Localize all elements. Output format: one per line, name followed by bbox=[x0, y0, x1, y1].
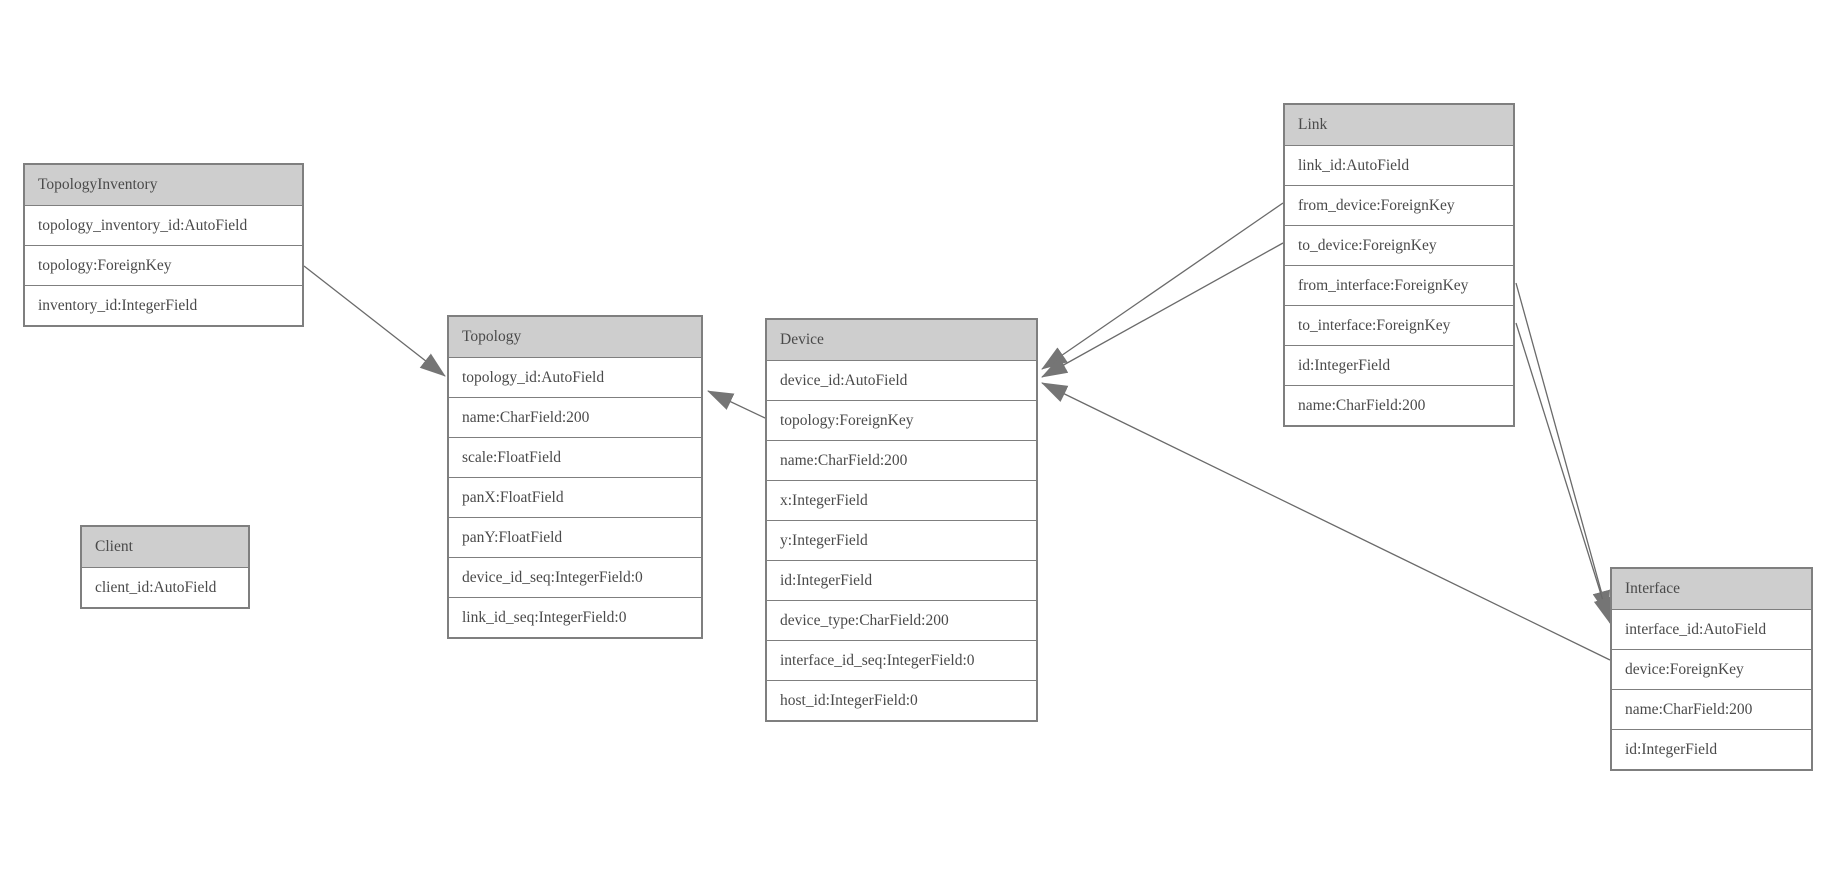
field-row: name:CharField:200 bbox=[1285, 385, 1513, 425]
relation-line-link-todevice-device bbox=[1041, 242, 1284, 378]
entity-rows: client_id:AutoField bbox=[82, 567, 248, 607]
field-row: link_id:AutoField bbox=[1285, 145, 1513, 185]
field-row: interface_id:AutoField bbox=[1612, 609, 1811, 649]
field-row: from_interface:ForeignKey bbox=[1285, 265, 1513, 305]
field-row: interface_id_seq:IntegerField:0 bbox=[767, 640, 1036, 680]
field-row: from_device:ForeignKey bbox=[1285, 185, 1513, 225]
field-row: device:ForeignKey bbox=[1612, 649, 1811, 689]
field-row: client_id:AutoField bbox=[82, 567, 248, 607]
entity-header: Topology bbox=[449, 317, 701, 357]
field-row: name:CharField:200 bbox=[1612, 689, 1811, 729]
field-row: topology_id:AutoField bbox=[449, 357, 701, 397]
relation-line-topologyinventory-topology bbox=[303, 265, 446, 377]
entity-header: Device bbox=[767, 320, 1036, 360]
field-row: id:IntegerField bbox=[1612, 729, 1811, 769]
field-row: to_device:ForeignKey bbox=[1285, 225, 1513, 265]
entity-header: Link bbox=[1285, 105, 1513, 145]
relation-line-link-fromdevice-device bbox=[1041, 202, 1284, 370]
field-row: panY:FloatField bbox=[449, 517, 701, 557]
entity-header: Interface bbox=[1612, 569, 1811, 609]
field-row: name:CharField:200 bbox=[449, 397, 701, 437]
entity-header: Client bbox=[82, 527, 248, 567]
field-row: y:IntegerField bbox=[767, 520, 1036, 560]
field-row: inventory_id:IntegerField bbox=[25, 285, 302, 325]
field-row: topology:ForeignKey bbox=[25, 245, 302, 285]
field-row: scale:FloatField bbox=[449, 437, 701, 477]
field-row: topology_inventory_id:AutoField bbox=[25, 205, 302, 245]
entity-table-topologyinventory: TopologyInventory topology_inventory_id:… bbox=[23, 163, 304, 327]
field-row: x:IntegerField bbox=[767, 480, 1036, 520]
field-row: name:CharField:200 bbox=[767, 440, 1036, 480]
field-row: id:IntegerField bbox=[1285, 345, 1513, 385]
field-row: id:IntegerField bbox=[767, 560, 1036, 600]
field-row: link_id_seq:IntegerField:0 bbox=[449, 597, 701, 637]
field-row: panX:FloatField bbox=[449, 477, 701, 517]
field-row: device_id_seq:IntegerField:0 bbox=[449, 557, 701, 597]
field-row: device_type:CharField:200 bbox=[767, 600, 1036, 640]
entity-header: TopologyInventory bbox=[25, 165, 302, 205]
relation-line-link-tointerface-interface bbox=[1515, 322, 1612, 624]
field-row: topology:ForeignKey bbox=[767, 400, 1036, 440]
entity-table-client: Client client_id:AutoField bbox=[80, 525, 250, 609]
field-row: device_id:AutoField bbox=[767, 360, 1036, 400]
relation-line-device-topology bbox=[707, 390, 766, 419]
relation-line-link-frominterface-interface bbox=[1515, 282, 1611, 617]
field-row: to_interface:ForeignKey bbox=[1285, 305, 1513, 345]
field-row: host_id:IntegerField:0 bbox=[767, 680, 1036, 720]
